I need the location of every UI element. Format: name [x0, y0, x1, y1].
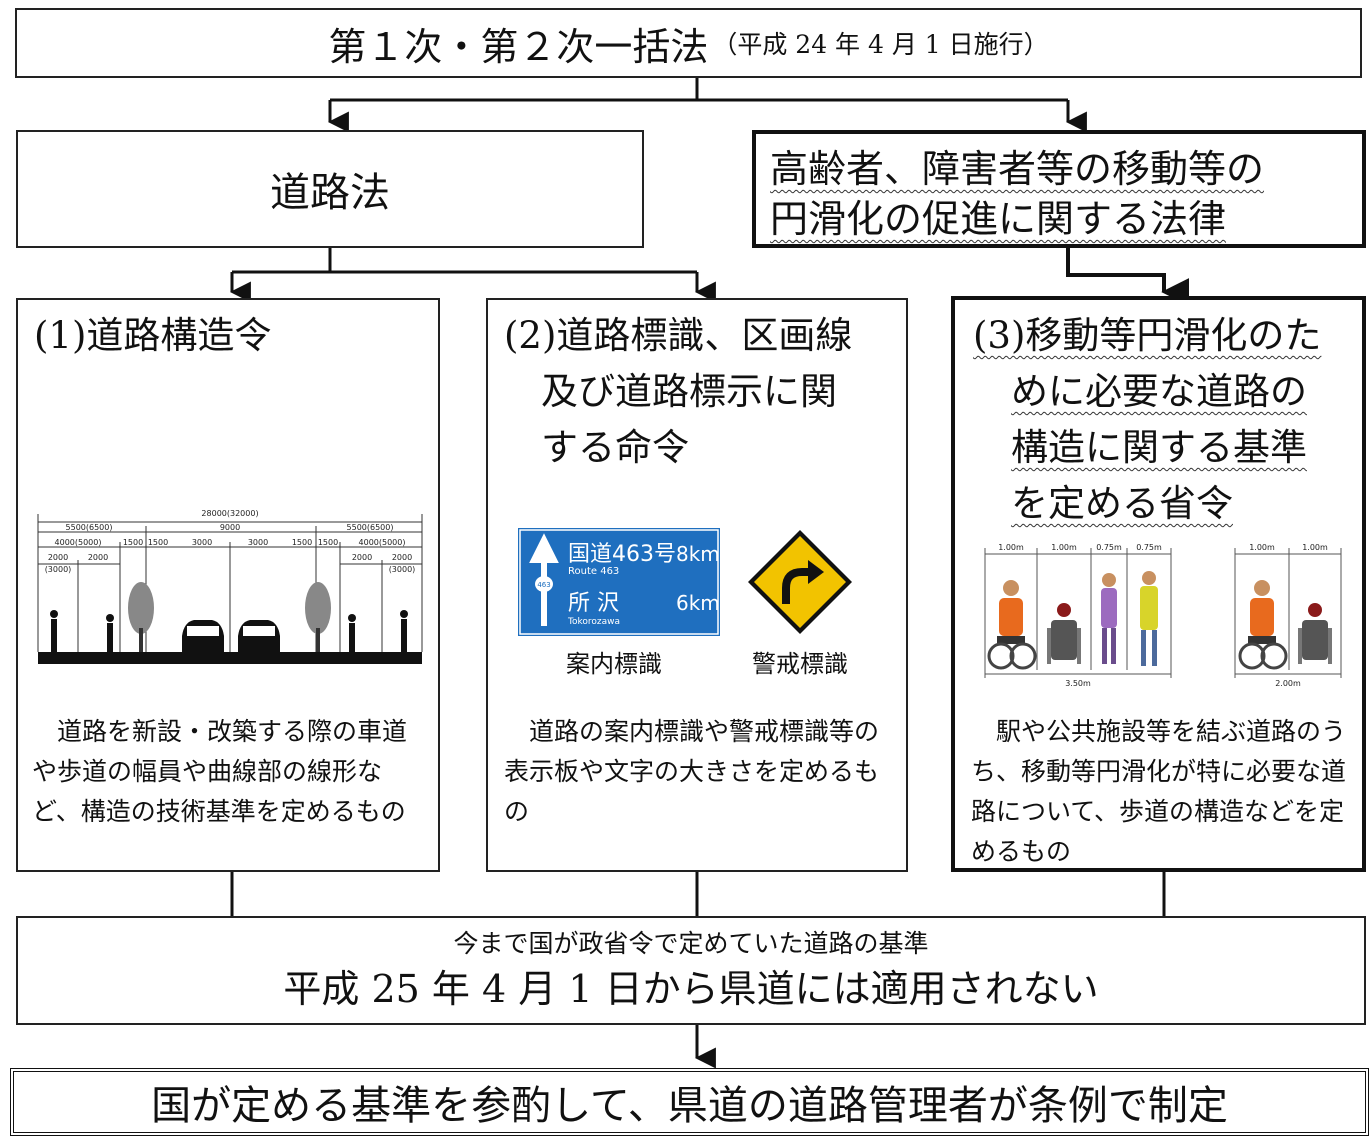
tree-right — [305, 582, 331, 652]
ordinance-1-box: (1)道路構造令 28000(32000) 5500(6500) 9000 55… — [16, 298, 440, 872]
road-act-box: 道路法 — [16, 130, 644, 248]
guide-sign-route-dist: 8km — [676, 542, 720, 566]
connector-header-to-laws — [330, 78, 1068, 102]
ordinance-2-title-line-1: (2)道路標識、区画線 — [504, 314, 853, 357]
guide-sign-route-kanji: 国道463号 — [568, 542, 676, 567]
guide-sign-place-kanji: 所 沢 — [568, 591, 619, 616]
width-label-6: 1.00m — [1302, 543, 1328, 552]
ordinance-2-box: (2)道路標識、区画線 及び道路標示に関 する命令 463 国道463号 Rou… — [486, 298, 908, 872]
dim-right-side: 5500(6500) — [347, 523, 394, 532]
width-total-right: 2.00m — [1275, 679, 1301, 688]
summary-box: 今まで国が政省令で定めていた道路の基準 平成 25 年 4 月 1 日から県道に… — [16, 916, 1366, 1025]
road-act-label: 道路法 — [270, 170, 390, 216]
summary-line-2: 平成 25 年 4 月 1 日から県道には適用されない — [283, 967, 1099, 1011]
walking-person-2 — [1140, 571, 1158, 666]
walking-person-1 — [1101, 573, 1117, 664]
dim-walk-right-1: 2000 — [352, 553, 372, 562]
width-label-4: 0.75m — [1136, 543, 1162, 552]
guide-sign-route-latin: Route 463 — [568, 566, 619, 577]
dim-sub-left: 4000(5000) — [55, 538, 102, 547]
ordinance-3-title-line-1: (3)移動等円滑化のた — [973, 314, 1322, 357]
conclusion-box: 国が定める基準を参酌して、県道の道路管理者が条例で制定 — [10, 1068, 1369, 1136]
barrier-free-act-line-1: 高齢者、障害者等の移動等の — [770, 147, 1265, 191]
header-date-note: （平成 24 年 4 月 1 日施行） — [712, 30, 1049, 59]
dim-inner-3: 3000 — [192, 538, 212, 547]
warning-sign-illustration — [748, 530, 852, 634]
road-cross-section-illustration: 28000(32000) 5500(6500) 9000 5500(6500) … — [37, 509, 423, 664]
dim-walk-right-2: 2000 — [392, 553, 412, 562]
wheelchair-user-right — [1238, 580, 1288, 670]
arrow-to-ordinance-3 — [1066, 248, 1190, 306]
width-label-5: 1.00m — [1249, 543, 1275, 552]
ordinance-3-title-line-3: 構造に関する基準 — [1011, 426, 1307, 469]
conclusion-text: 国が定める基準を参酌して、県道の道路管理者が条例で制定 — [151, 1083, 1228, 1129]
ordinance-2-title-line-3: する命令 — [504, 426, 689, 469]
dim-walk-right-paren: (3000) — [389, 565, 416, 574]
dim-inner-4: 3000 — [248, 538, 268, 547]
guide-sign-place-latin: Tokorozawa — [567, 617, 620, 627]
ordinance-3-box: (3)移動等円滑化のた めに必要な道路の 構造に関する基準 を定める省令 1.0… — [951, 296, 1366, 872]
barrier-free-act-box: 高齢者、障害者等の移動等の 円滑化の促進に関する法律 — [752, 130, 1366, 248]
dim-total: 28000(32000) — [201, 509, 258, 518]
dim-inner-1: 1500 — [123, 538, 143, 547]
dim-walk-left-paren: (3000) — [45, 565, 72, 574]
warning-sign-caption: 警戒標識 — [752, 650, 848, 678]
width-label-3: 0.75m — [1096, 543, 1122, 552]
summary-line-1: 今まで国が政省令で定めていた道路の基準 — [453, 929, 929, 958]
ordinance-2-description: 道路の案内標識や警戒標識等の表示板や文字の大きさを定めるもの — [504, 717, 880, 826]
ordinance-3-title-line-4: を定める省令 — [1011, 482, 1233, 525]
guide-sign-caption: 案内標識 — [566, 650, 662, 678]
dim-walk-left-2: 2000 — [88, 553, 108, 562]
wheelchair-user-left — [987, 580, 1037, 670]
ordinance-3-description: 駅や公共施設等を結ぶ道路のうち、移動等円滑化が特に必要な道路について、歩道の構造… — [971, 717, 1347, 866]
width-label-2: 1.00m — [1051, 543, 1077, 552]
dim-inner-5: 1500 — [292, 538, 312, 547]
ordinance-2-title-line-2: 及び道路標示に関 — [504, 370, 837, 413]
guide-sign-illustration: 463 国道463号 Route 463 8km 所 沢 Tokorozawa … — [516, 526, 722, 638]
width-total-left: 3.50m — [1065, 679, 1091, 688]
sidewalk-width-illustration: 1.00m 1.00m 0.75m 0.75m 3.50m 1.00m 1.00… — [984, 543, 1342, 688]
dim-walk-left-1: 2000 — [48, 553, 68, 562]
pedestrians — [50, 610, 408, 652]
wheelchair-rear-right — [1298, 603, 1332, 664]
ordinance-1-description: 道路を新設・改築する際の車道や歩道の幅員や曲線部の線形など、構造の技術基準を定め… — [32, 717, 408, 826]
header-box: 第１次・第２次一括法 （平成 24 年 4 月 1 日施行） — [15, 8, 1362, 78]
ordinance-3-title-line-2: めに必要な道路の — [1011, 370, 1307, 413]
width-label-1: 1.00m — [998, 543, 1024, 552]
guide-sign-place-dist: 6km — [676, 591, 720, 615]
dim-inner-6: 1500 — [318, 538, 338, 547]
road-surface — [38, 652, 422, 664]
wheelchair-rear-left — [1047, 603, 1081, 664]
dim-left-side: 5500(6500) — [66, 523, 113, 532]
dim-sub-right: 4000(5000) — [359, 538, 406, 547]
dim-center: 9000 — [220, 523, 240, 532]
ordinance-1-title: (1)道路構造令 — [34, 314, 272, 357]
guide-sign-route-badge: 463 — [537, 581, 550, 589]
header-title: 第１次・第２次一括法 — [328, 24, 709, 69]
dim-inner-2: 1500 — [148, 538, 168, 547]
barrier-free-act-line-2: 円滑化の促進に関する法律 — [770, 197, 1227, 241]
connector-road-act-split — [232, 248, 697, 274]
tree-left — [128, 582, 154, 652]
cars — [182, 620, 280, 652]
